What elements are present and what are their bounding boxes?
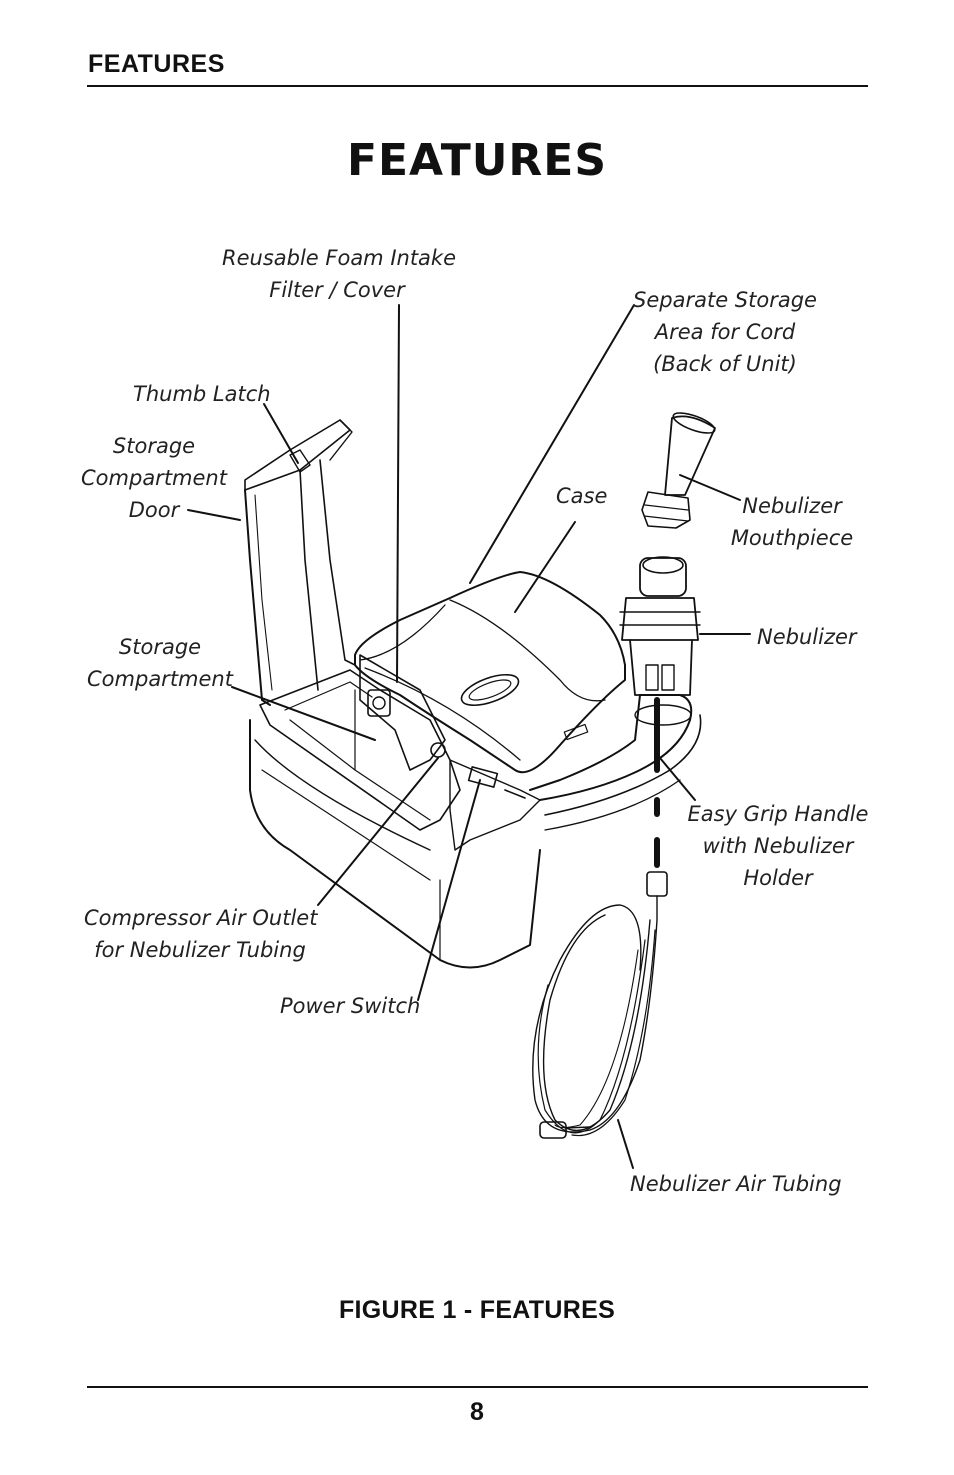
label-line: Mouthpiece (730, 526, 854, 550)
label-line: Nebulizer (757, 625, 857, 649)
label-line: Power Switch (280, 994, 421, 1018)
label-storage-compartment: Storage Compartment (86, 631, 234, 695)
nebulizer-drawing (619, 556, 701, 696)
label-power-switch: Power Switch (280, 990, 420, 1022)
label-line: Easy Grip Handle (687, 802, 869, 826)
leader-lines (187, 304, 751, 1169)
footer-rule (87, 1386, 868, 1388)
label-line: Compressor Air Outlet (84, 906, 318, 930)
label-line: Thumb Latch (133, 382, 271, 406)
label-line: Separate Storage (633, 288, 817, 312)
label-line: Case (556, 484, 608, 508)
label-line: (Back of Unit) (653, 352, 797, 376)
label-foam-filter: Reusable Foam Intake Filter / Cover (222, 242, 457, 306)
mouthpiece-drawing (641, 412, 716, 529)
label-line: Compartment (87, 667, 233, 691)
section-header-title: FEATURES (88, 50, 225, 78)
label-line: Reusable Foam Intake (222, 246, 457, 270)
air-tubing-drawing (532, 697, 668, 1139)
label-air-outlet: Compressor Air Outlet for Nebulizer Tubi… (84, 902, 318, 966)
label-line: Nebulizer (742, 494, 842, 518)
label-line: for Nebulizer Tubing (94, 938, 306, 962)
label-grip-handle: Easy Grip Handle with Nebulizer Holder (684, 798, 872, 894)
header-rule (87, 85, 868, 87)
label-line: Filter / Cover (269, 278, 405, 302)
page-title: FEATURES (346, 135, 608, 186)
page-number: 8 (470, 1398, 484, 1426)
label-cord-storage-area: Separate Storage Area for Cord (Back of … (630, 284, 820, 380)
figure-caption: FIGURE 1 - FEATURES (338, 1296, 616, 1324)
label-line: with Nebulizer (702, 834, 854, 858)
label-air-tubing: Nebulizer Air Tubing (630, 1168, 842, 1200)
label-case: Case (556, 480, 607, 512)
label-compartment-door: Storage Compartment Door (80, 430, 228, 526)
label-line: Storage (112, 434, 196, 458)
compressor-unit-drawing (244, 419, 702, 969)
label-line: Compartment (81, 466, 227, 490)
label-line: Holder (743, 866, 813, 890)
label-line: Nebulizer Air Tubing (630, 1172, 842, 1196)
label-line: Door (128, 498, 180, 522)
label-thumb-latch: Thumb Latch (133, 378, 271, 410)
label-nebulizer: Nebulizer (757, 621, 857, 653)
label-line: Area for Cord (654, 320, 796, 344)
label-line: Storage (118, 635, 202, 659)
label-mouthpiece: Nebulizer Mouthpiece (728, 490, 856, 554)
